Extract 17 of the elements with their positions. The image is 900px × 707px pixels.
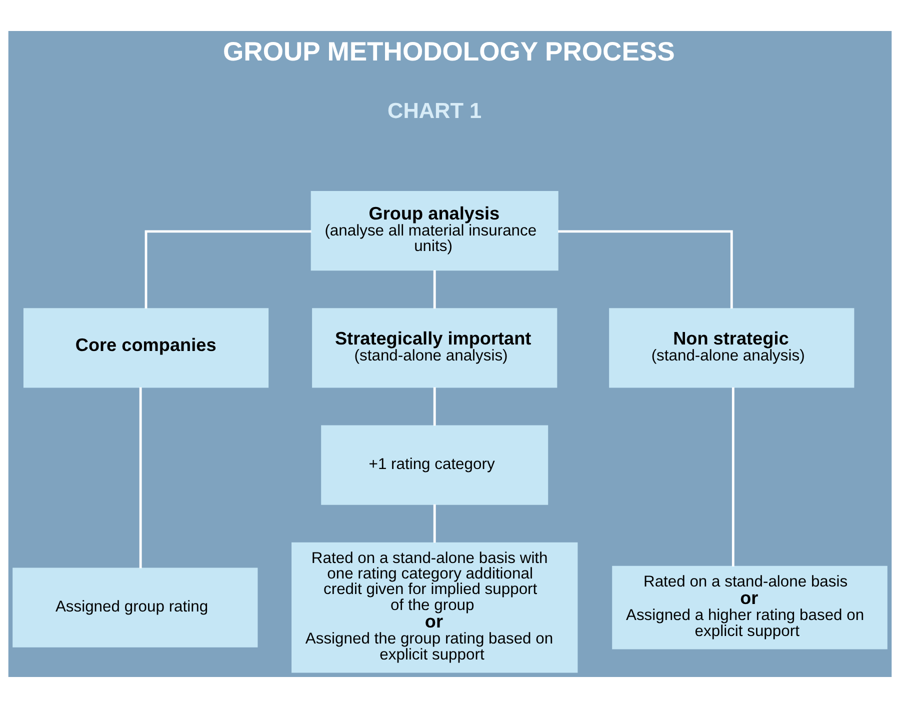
connector	[139, 386, 142, 568]
connector	[732, 386, 734, 566]
diagram-title: GROUP METHODOLOGY PROCESS	[222, 36, 675, 66]
connector	[433, 386, 436, 426]
connector	[558, 230, 733, 308]
label: CHART 1	[388, 97, 482, 122]
node-box: Assigned group rating	[12, 567, 258, 647]
node-box: +1 rating category	[321, 424, 548, 504]
node-box: Non strategic (stand-alone analysis)	[609, 308, 854, 388]
connector	[144, 230, 312, 308]
node-box: Rated on a stand-alone basis or Assigned a higher rating based on explicit support	[612, 565, 888, 649]
connector	[433, 270, 436, 308]
node-box: Group analysis (analyse all material insurance units)	[310, 190, 558, 270]
connector	[433, 504, 436, 542]
node-box: Core companies	[23, 308, 269, 388]
node-box: Strategically important (stand-alone analysis)	[312, 308, 558, 388]
node-box: Rated on a stand-alone basis with one rating category additional credit given for implied support of the group or Assigned the group rating based on explicit support	[292, 542, 578, 672]
